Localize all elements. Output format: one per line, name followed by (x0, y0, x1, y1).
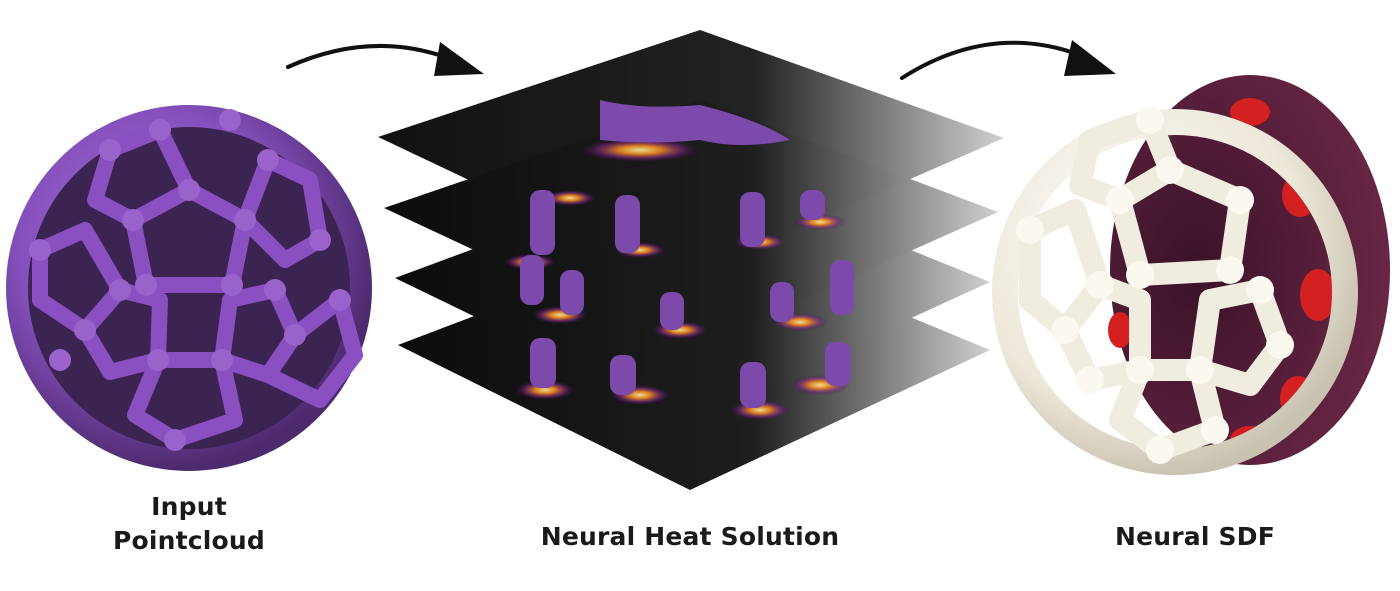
neural-sdf-render (992, 75, 1390, 475)
heat-slices-render (378, 30, 1004, 490)
neural-heat-solution-caption: Neural Heat Solution (540, 522, 840, 551)
input-pointcloud-caption: Input Pointcloud (84, 490, 294, 558)
caption-line: Pointcloud (112, 526, 266, 555)
input-pointcloud-render (6, 105, 372, 471)
neural-sdf-caption: Neural SDF (1115, 522, 1275, 551)
caption-line: Input (151, 492, 227, 521)
curved-arrow-icon (900, 40, 1116, 80)
curved-arrow-icon (286, 42, 484, 76)
